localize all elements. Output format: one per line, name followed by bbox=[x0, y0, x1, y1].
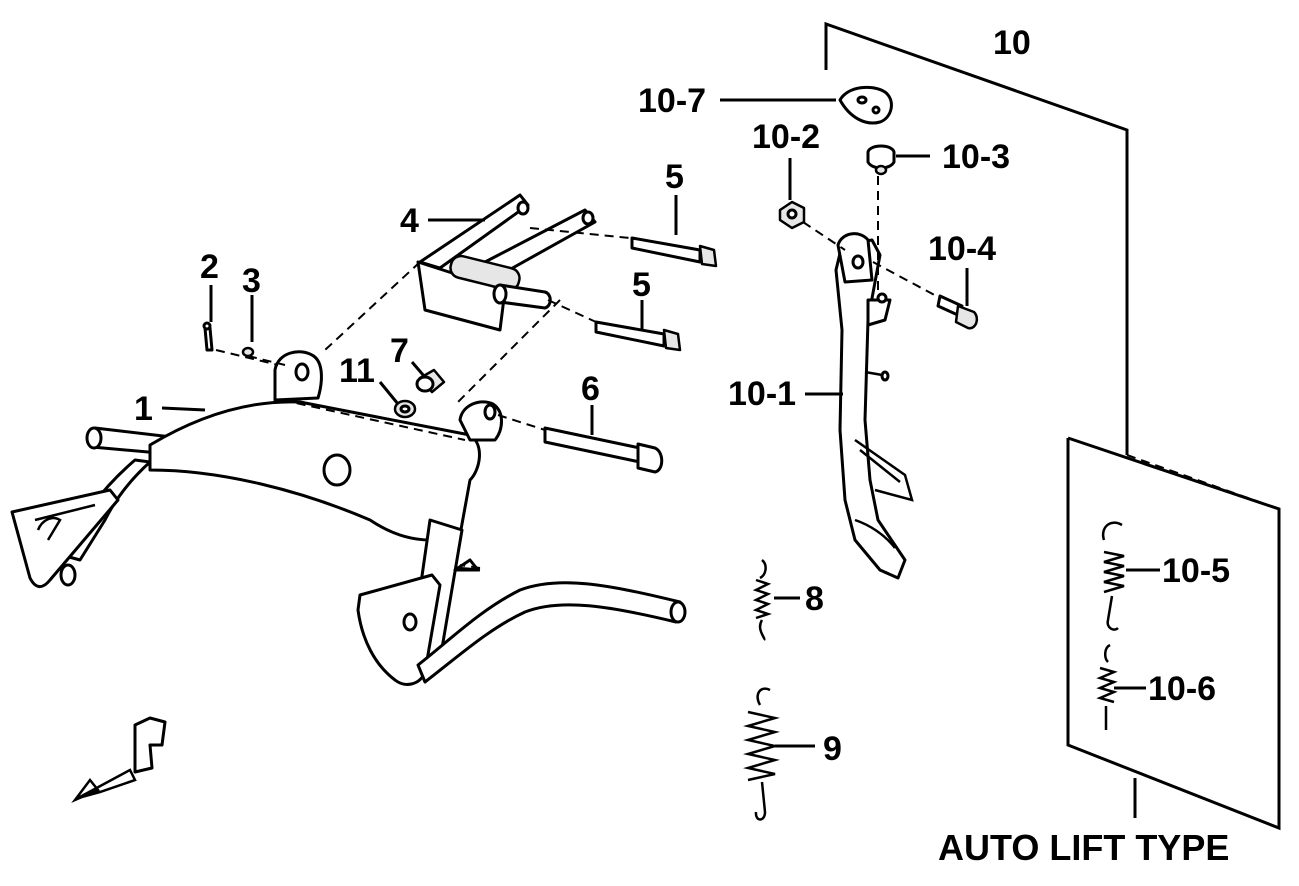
bracket-assembly bbox=[416, 193, 597, 332]
label-part-10-6: 10-6 bbox=[1148, 670, 1216, 708]
pin-part-2 bbox=[202, 321, 214, 352]
leader-lines bbox=[161, 98, 1160, 748]
spring-8 bbox=[752, 559, 772, 641]
label-part-10: 10 bbox=[993, 24, 1031, 62]
label-part-10-7: 10-7 bbox=[638, 82, 706, 120]
label-part-10-2: 10-2 bbox=[752, 118, 820, 156]
part-labels: 1 2 3 4 5 5 6 7 8 9 10 10-1 10-2 10-3 10… bbox=[134, 24, 1230, 768]
assembly-lines bbox=[215, 176, 941, 569]
bushing-part-7 bbox=[415, 368, 446, 394]
label-part-9: 9 bbox=[823, 730, 842, 768]
label-part-10-1: 10-1 bbox=[728, 375, 796, 413]
label-part-8: 8 bbox=[805, 580, 824, 618]
label-part-3: 3 bbox=[242, 262, 261, 300]
label-part-6: 6 bbox=[581, 370, 600, 408]
spring-9 bbox=[743, 687, 780, 821]
label-part-11: 11 bbox=[339, 352, 375, 390]
cap-10-3 bbox=[866, 144, 896, 176]
label-part-10-5: 10-5 bbox=[1162, 552, 1230, 590]
washer-part-3 bbox=[241, 346, 255, 358]
label-part-7: 7 bbox=[390, 332, 409, 370]
nut-part-11 bbox=[393, 399, 417, 419]
bolt-lower bbox=[594, 320, 682, 352]
bolt-10-4 bbox=[936, 294, 979, 330]
long-pivot-bolt bbox=[543, 426, 664, 474]
front-direction-icon bbox=[71, 716, 167, 804]
auto-lift-type-caption: AUTO LIFT TYPE bbox=[938, 827, 1229, 868]
label-part-2: 2 bbox=[200, 248, 219, 286]
label-part-10-4: 10-4 bbox=[928, 230, 996, 268]
lift-lever bbox=[834, 232, 914, 580]
lift-arm-frame bbox=[10, 350, 687, 686]
label-part-4: 4 bbox=[400, 202, 419, 240]
nut-10-2 bbox=[778, 200, 806, 230]
label-part-10-3: 10-3 bbox=[942, 138, 1010, 176]
bolt-upper bbox=[630, 236, 718, 268]
label-part-1: 1 bbox=[134, 390, 153, 428]
label-part-5-lower: 5 bbox=[632, 266, 651, 304]
group-10-bracket bbox=[824, 21, 1281, 831]
spring-10-5 bbox=[1101, 521, 1125, 631]
label-part-5-upper: 5 bbox=[665, 158, 684, 196]
spring-10-6 bbox=[1096, 643, 1118, 730]
plate-10-7 bbox=[838, 85, 893, 125]
